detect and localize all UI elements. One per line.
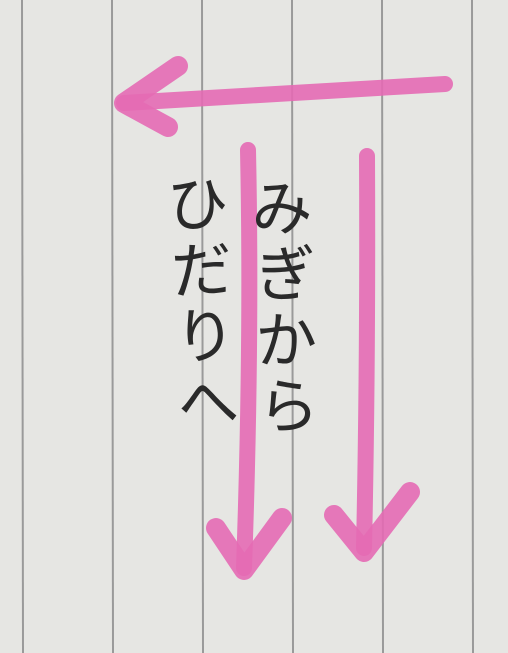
ruled-line [471, 0, 474, 653]
ruled-lines [21, 0, 474, 653]
ruled-line [381, 0, 384, 653]
ruled-line [201, 0, 204, 653]
arrow-down-left [206, 142, 292, 580]
arrow-down-right [324, 148, 420, 562]
ruled-line [111, 0, 114, 653]
arrow-left [114, 56, 453, 137]
handwritten-column-left: ひだりへ [154, 170, 241, 438]
handwritten-column-right: みぎから [238, 174, 321, 442]
ruled-line [291, 0, 294, 653]
ruled-line [21, 0, 24, 653]
